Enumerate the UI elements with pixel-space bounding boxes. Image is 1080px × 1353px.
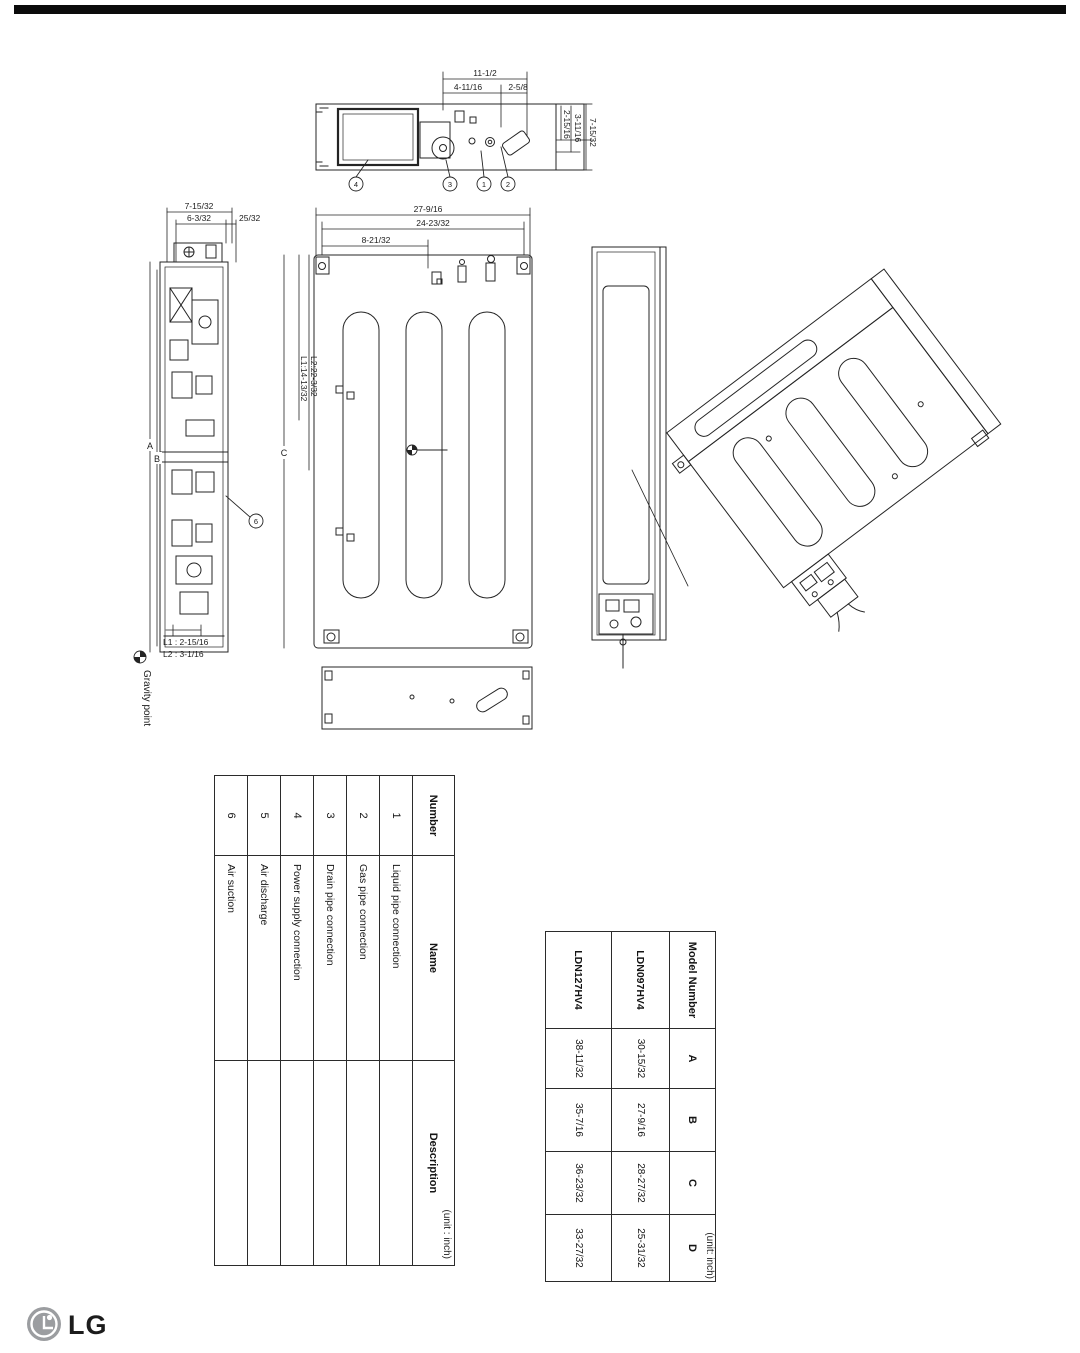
dim-b-value: 35-7/16 <box>545 1088 612 1152</box>
isometric-view-drawing <box>666 268 1002 632</box>
parts-col-number: Number <box>412 775 455 856</box>
model-number: LDN127HV4 <box>545 931 612 1029</box>
side-view-drawing <box>159 242 229 653</box>
dim-label-B: B <box>154 454 160 464</box>
callout-number-3: 1 <box>482 180 486 189</box>
part-description <box>280 1060 314 1266</box>
callout-number-2: 3 <box>448 180 452 189</box>
dim-top-depth1: 2-15/16 <box>562 110 572 139</box>
dim-front-l2: L2:22-3/32 <box>309 356 319 397</box>
model-col-b: B <box>669 1088 716 1152</box>
callout-number-5: 6 <box>254 517 258 526</box>
dim-top-depth3: 7-15/32 <box>588 118 598 147</box>
table-row: LDN097HV4 30-15/32 27-9/16 28-27/32 25-3… <box>611 931 670 1282</box>
part-name: Air suction <box>214 855 248 1061</box>
dim-side-3: 25/32 <box>239 213 261 223</box>
dim-side-1: 7-15/32 <box>185 201 214 211</box>
table-row: 2 Gas pipe connection <box>346 775 380 1266</box>
part-number: 3 <box>313 775 347 856</box>
dim-label-C: C <box>281 448 288 458</box>
front-view-drawing <box>313 254 533 649</box>
part-number: 6 <box>214 775 248 856</box>
dim-front-l1: L1:14-13/32 <box>299 356 309 402</box>
gravity-point-label: Gravity point <box>141 670 152 726</box>
model-col-a: A <box>669 1028 716 1089</box>
parts-table-unit-note: (unit : inch) <box>441 1209 452 1259</box>
top-rule <box>14 5 1066 14</box>
lg-logo-text: LG <box>68 1310 108 1340</box>
dim-a-value: 38-11/32 <box>545 1028 612 1089</box>
dim-side-l1: L1 : 2-15/16 <box>163 637 209 647</box>
table-row: 1 Liquid pipe connection <box>379 775 413 1266</box>
parts-table: Number Name Description 1 Liquid pipe co… <box>214 775 455 1266</box>
dim-label-A: A <box>147 441 153 451</box>
part-description <box>313 1060 347 1266</box>
model-col-c: C <box>669 1151 716 1215</box>
table-row: 6 Air suction <box>214 775 248 1266</box>
callout-number-1: 4 <box>354 180 358 189</box>
dim-top-depth2: 3-11/16 <box>573 114 583 142</box>
table-row: 5 Air discharge <box>247 775 281 1266</box>
dim-top-a: 4-11/16 <box>454 82 482 92</box>
part-description <box>247 1060 281 1266</box>
table-row: 4 Power supply connection <box>280 775 314 1266</box>
dim-label-backers <box>145 439 290 464</box>
dim-top-total: 11-1/2 <box>473 68 497 78</box>
dim-a-value: 30-15/32 <box>611 1028 670 1089</box>
part-number: 2 <box>346 775 380 856</box>
dim-top-b: 2-5/8 <box>508 82 528 92</box>
callout-number-4: 2 <box>506 180 510 189</box>
part-name: Liquid pipe connection <box>379 855 413 1061</box>
lg-logo: LG <box>22 1300 152 1353</box>
part-name: Gas pipe connection <box>346 855 380 1061</box>
model-col-model: Model Number <box>669 931 716 1029</box>
part-number: 5 <box>247 775 281 856</box>
dim-b-value: 27-9/16 <box>611 1088 670 1152</box>
part-number: 4 <box>280 775 314 856</box>
dim-c-value: 36-23/32 <box>545 1151 612 1215</box>
model-table: Model Number A B C D LDN097HV4 30-15/32 … <box>545 931 716 1282</box>
bottom-view-drawing <box>321 666 533 730</box>
model-table-rotated: (unit: inch) Model Number A B C D LDN097… <box>530 915 880 1282</box>
top-view-callout-balloons <box>348 146 516 192</box>
model-table-unit-note: (unit: inch) <box>704 1232 715 1279</box>
part-description <box>379 1060 413 1266</box>
dim-side-2: 6-3/32 <box>187 213 211 223</box>
top-view-dimension-lines <box>442 71 593 171</box>
part-name: Drain pipe connection <box>313 855 347 1061</box>
dim-front-w2: 24-23/32 <box>416 218 450 228</box>
model-number: LDN097HV4 <box>611 931 670 1029</box>
model-table-header-row: Model Number A B C D <box>669 931 716 1282</box>
parts-col-name: Name <box>412 855 455 1061</box>
part-name: Air discharge <box>247 855 281 1061</box>
dim-d-value: 25-31/32 <box>611 1214 670 1282</box>
table-row: 3 Drain pipe connection <box>313 775 347 1266</box>
dim-front-w1: 27-9/16 <box>414 204 443 214</box>
dim-side-l2: L2 : 3-1/16 <box>163 649 204 659</box>
lg-logo-symbol <box>27 1307 61 1341</box>
rear-side-view-drawing <box>591 246 689 669</box>
part-description <box>214 1060 248 1266</box>
dim-front-w3: 8-21/32 <box>362 235 391 245</box>
side-view-callout-balloon <box>225 495 264 529</box>
part-name: Power supply connection <box>280 855 314 1061</box>
parts-table-header-row: Number Name Description <box>412 775 455 1266</box>
dim-d-value: 33-27/32 <box>545 1214 612 1282</box>
part-number: 1 <box>379 775 413 856</box>
gravity-point-symbols <box>133 444 418 664</box>
dim-c-value: 28-27/32 <box>611 1151 670 1215</box>
dimension-drawings: 11-1/2 4-11/16 2-5/8 2-15/16 3-11/16 7-1… <box>133 68 1002 730</box>
part-description <box>346 1060 380 1266</box>
table-row: LDN127HV4 38-11/32 35-7/16 36-23/32 33-2… <box>545 931 612 1282</box>
top-view-drawing <box>315 103 585 171</box>
